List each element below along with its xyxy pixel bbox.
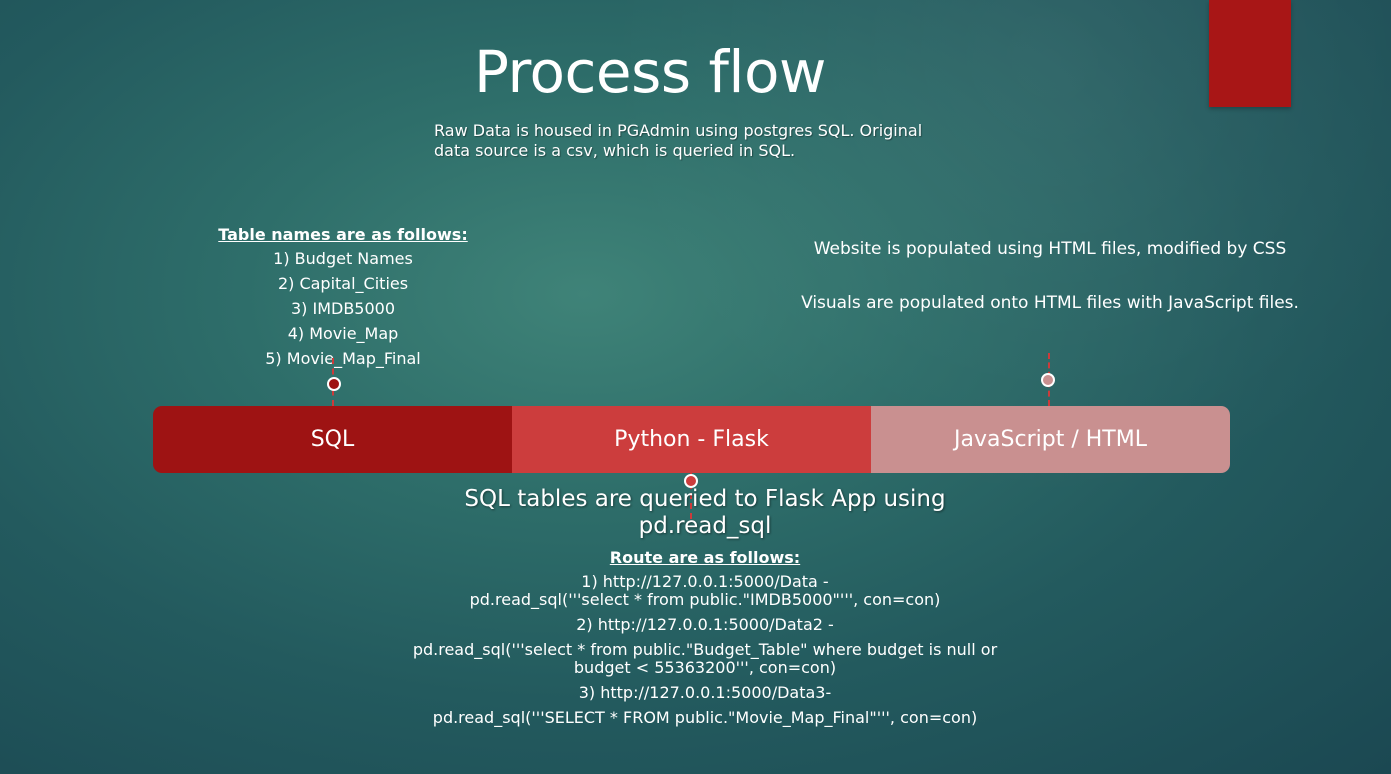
table-name-item: 4) Movie_Map — [287, 324, 399, 343]
table-name-item: 3) IMDB5000 — [290, 299, 396, 318]
table-names-block: Table names are as follows: 1) Budget Na… — [180, 224, 506, 371]
flask-description: SQL tables are queried to Flask App usin… — [405, 486, 1005, 727]
website-line-2: Visuals are populated onto HTML files wi… — [801, 293, 1299, 313]
flask-line-1: SQL tables are queried to Flask App usin… — [464, 486, 946, 512]
stage-python-flask: Python - Flask — [512, 406, 871, 473]
table-name-item: 2) Capital_Cities — [277, 274, 409, 293]
route-line: 2) http://127.0.0.1:5000/Data2 - — [576, 615, 834, 634]
table-name-item: 5) Movie_Map_Final — [265, 349, 421, 368]
intro-line-1: Raw Data is housed in PGAdmin using post… — [434, 121, 923, 140]
website-description: Website is populated using HTML files, m… — [790, 237, 1310, 315]
intro-text: Raw Data is housed in PGAdmin using post… — [434, 121, 954, 161]
table-names-heading: Table names are as follows: — [218, 225, 468, 244]
route-line: pd.read_sql('''select * from public."Bud… — [412, 640, 998, 659]
flask-line-2: pd.read_sql — [638, 513, 772, 539]
js-marker-dot — [1041, 373, 1055, 387]
route-line: pd.read_sql('''select * from public."IMD… — [469, 590, 941, 609]
route-line: 3) http://127.0.0.1:5000/Data3- — [578, 683, 832, 702]
accent-rectangle — [1209, 0, 1291, 107]
route-line: 1) http://127.0.0.1:5000/Data - — [581, 572, 829, 591]
slide-title: Process flow — [474, 38, 826, 106]
sql-marker-dot — [327, 377, 341, 391]
intro-line-2: data source is a csv, which is queried i… — [434, 141, 796, 160]
route-line: budget < 55363200''', con=con) — [573, 658, 837, 677]
table-name-item: 1) Budget Names — [273, 249, 413, 268]
flask-marker-line — [690, 473, 692, 519]
stage-sql: SQL — [153, 406, 512, 473]
stage-javascript-html: JavaScript / HTML — [871, 406, 1230, 473]
routes-heading: Route are as follows: — [609, 548, 801, 567]
process-bar: SQL Python - Flask JavaScript / HTML — [153, 406, 1230, 473]
route-line: pd.read_sql('''SELECT * FROM public."Mov… — [432, 708, 978, 727]
flask-marker-dot — [684, 474, 698, 488]
website-line-1: Website is populated using HTML files, m… — [813, 239, 1287, 259]
